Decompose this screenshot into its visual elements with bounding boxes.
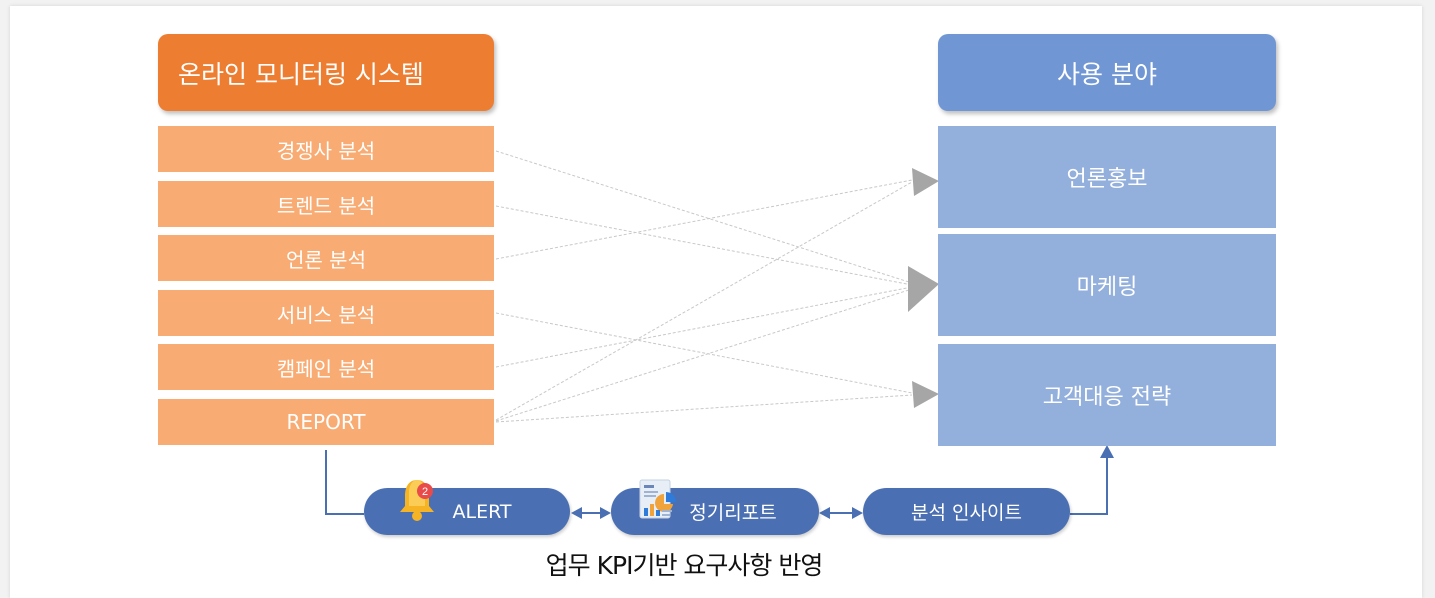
analysis-item-label: 경쟁사 분석 (276, 138, 376, 163)
analysis-item-label: 서비스 분석 (276, 302, 376, 327)
usage-area-title: 사용 분야 (1057, 59, 1157, 89)
link-campaign-marketing (495, 286, 913, 368)
analysis-item-label: 언론 분석 (286, 247, 366, 272)
arrowhead-cs (912, 381, 939, 408)
usage-item-pr: 언론홍보 (938, 126, 1276, 228)
bottom-caption: 업무 KPI기반 요구사항 반영 (545, 551, 824, 580)
link-report-cs (495, 394, 913, 423)
analysis-item-trend: 트렌드 분석 (158, 181, 494, 227)
analysis-item-press: 언론 분석 (158, 235, 494, 281)
usage-item-customer-strategy: 고객대응 전략 (938, 344, 1276, 446)
arrowhead-up-cs (1100, 445, 1114, 458)
analysis-item-label: 캠페인 분석 (276, 356, 376, 381)
analysis-insight-pill: 분석 인사이트 (863, 488, 1070, 535)
usage-item-label: 마케팅 (1076, 275, 1138, 300)
analysis-item-label: REPORT (286, 410, 366, 434)
analysis-item-label: 트렌드 분석 (276, 193, 376, 218)
arrowhead-insight-right (852, 507, 863, 519)
link-report-marketing (495, 288, 913, 422)
analysis-insight-label: 분석 인사이트 (911, 502, 1022, 524)
monitoring-system-header: 온라인 모니터링 시스템 (158, 34, 494, 111)
bell-icon: 2 (400, 480, 434, 521)
arrowhead-report-right (600, 507, 611, 519)
usage-area-header: 사용 분야 (938, 34, 1276, 111)
usage-item-label: 고객대응 전략 (1042, 385, 1172, 410)
usage-item-label: 언론홍보 (1066, 167, 1148, 192)
arrowhead-alert-left (571, 507, 582, 519)
monitoring-system-title: 온라인 모니터링 시스템 (178, 59, 424, 89)
arrowhead-report-left (819, 507, 830, 519)
link-competitor-marketing (495, 150, 913, 284)
connector-report-to-alert (325, 450, 364, 515)
analysis-item-campaign: 캠페인 분석 (158, 344, 494, 390)
arrowhead-marketing (908, 266, 939, 312)
analysis-item-competitor: 경쟁사 분석 (158, 126, 494, 172)
alert-label: ALERT (452, 500, 512, 523)
connector-insight-to-cs (1070, 455, 1108, 515)
link-report-pr (495, 181, 913, 421)
report-chart-icon (639, 479, 676, 519)
analysis-item-report: REPORT (158, 399, 494, 445)
alert-badge-count: 2 (422, 486, 428, 498)
alert-pill: ALERT (364, 488, 570, 535)
link-trend-marketing (495, 205, 913, 286)
usage-item-marketing: 마케팅 (938, 234, 1276, 336)
arrowhead-pr (912, 168, 939, 196)
regular-report-label: 정기리포트 (689, 502, 777, 524)
link-press-pr (495, 179, 913, 260)
analysis-item-service: 서비스 분석 (158, 290, 494, 336)
link-service-cs (495, 312, 913, 394)
